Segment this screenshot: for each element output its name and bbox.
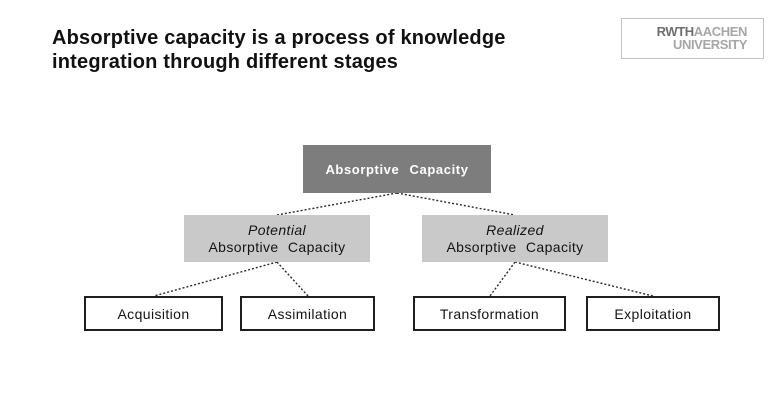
connector-root-to-realized xyxy=(396,192,516,216)
connector-root-to-potential xyxy=(276,192,398,216)
node-transformation-label: Transformation xyxy=(439,305,540,322)
node-assimilation: Assimilation xyxy=(240,296,375,331)
rwth-aachen-logo: RWTHAACHEN UNIVERSITY xyxy=(621,18,764,59)
node-assimilation-label: Assimilation xyxy=(267,305,348,322)
node-potential-label: Absorptive Capacity xyxy=(208,238,346,255)
node-potential-emphasis: Potential xyxy=(247,221,307,238)
node-transformation: Transformation xyxy=(413,296,566,331)
connector-realized-transformation xyxy=(489,261,516,297)
logo-city-text: AACHEN xyxy=(693,24,748,39)
node-absorptive-capacity: Absorptive Capacity xyxy=(303,145,491,193)
connector-realized-exploitation xyxy=(514,261,654,297)
node-exploitation-label: Exploitation xyxy=(614,305,692,322)
node-exploitation: Exploitation xyxy=(586,296,720,331)
slide-title-line2: integration through different stages xyxy=(52,51,399,73)
node-realized-absorptive-capacity: Realized Absorptive Capacity xyxy=(422,215,608,262)
logo-university-text: UNIVERSITY xyxy=(672,37,747,52)
logo-line1: RWTHAACHEN xyxy=(622,24,748,39)
node-absorptive-capacity-label: Absorptive Capacity xyxy=(325,161,469,177)
slide-title: Absorptive capacity is a process of know… xyxy=(52,26,506,74)
node-realized-label: Absorptive Capacity xyxy=(446,238,584,255)
node-acquisition-label: Acquisition xyxy=(117,305,190,322)
connector-potential-acquisition xyxy=(153,261,278,297)
node-realized-emphasis: Realized xyxy=(486,221,544,238)
logo-brand-text: RWTH xyxy=(656,24,695,39)
slide-title-line1: Absorptive capacity is a process of know… xyxy=(52,27,506,49)
node-potential-absorptive-capacity: Potential Absorptive Capacity xyxy=(184,215,370,262)
node-acquisition: Acquisition xyxy=(84,296,223,331)
connector-potential-assimilation xyxy=(276,261,309,297)
